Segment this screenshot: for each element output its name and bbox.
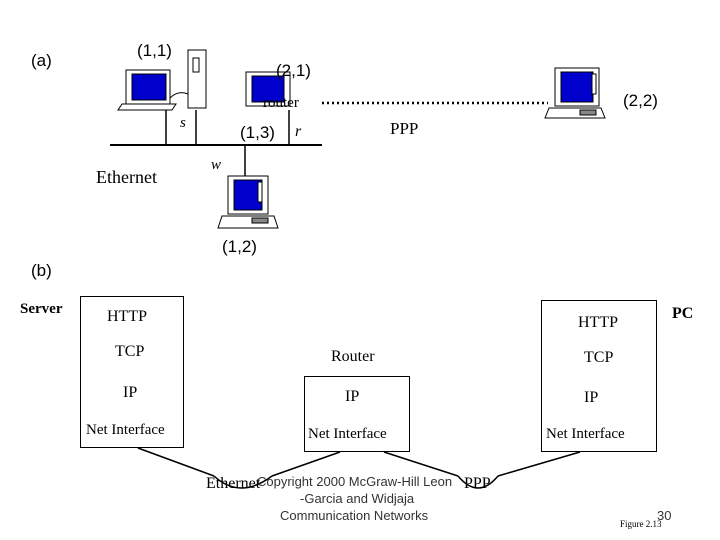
server-tcp-layer: TCP (115, 343, 145, 360)
ethernet-curve (213, 475, 273, 489)
pc-ppp-link (497, 451, 581, 477)
computer-1-2-icon (217, 175, 279, 229)
pc-ip-layer: IP (584, 389, 599, 406)
copyright-line-1: Copyright 2000 McGraw-Hill Leon (257, 474, 453, 489)
host-2-2-label: (2,2) (623, 91, 658, 110)
computer-1-1-icon (117, 49, 207, 111)
router-protocol-stack: IP Net Interface (304, 376, 410, 452)
pc-label: PC (672, 305, 694, 322)
router-ppp-link (383, 451, 459, 477)
computer-2-2-icon (544, 67, 606, 119)
part-b-label: (b) (31, 261, 52, 280)
interface-s-label: s (180, 115, 186, 131)
router-stack-label: Router (331, 348, 375, 365)
host-2-1-label: (2,1) (276, 61, 311, 80)
server-net-interface-layer: Net Interface (86, 422, 165, 438)
pc-net-interface-layer: Net Interface (546, 426, 625, 442)
ethernet-label-b: Ethernet (206, 475, 261, 492)
host-1-1-label: (1,1) (137, 41, 172, 60)
copyright-line-3: Communication Networks (280, 508, 429, 523)
ppp-label-a: PPP (390, 119, 419, 138)
router-net-interface-layer: Net Interface (308, 426, 387, 442)
page-number: 30 (657, 508, 672, 523)
router-ethernet-link (271, 451, 341, 477)
interface-r-label: r (295, 123, 302, 140)
server-ip-layer: IP (123, 384, 138, 401)
server-http-layer: HTTP (107, 308, 147, 325)
ppp-curve (457, 475, 499, 489)
part-a-label: (a) (31, 51, 52, 70)
router-ip-layer: IP (345, 388, 360, 405)
pc-tcp-layer: TCP (584, 349, 614, 366)
figure-caption: Figure 2.13 (620, 519, 662, 529)
pc-http-layer: HTTP (578, 314, 618, 331)
ethernet-label-a: Ethernet (96, 167, 157, 187)
copyright-line-2: -Garcia and Widjaja (300, 491, 415, 506)
router-computer-icon (245, 71, 291, 107)
router-label: router (263, 95, 299, 111)
ppp-label-b: PPP (464, 475, 491, 492)
host-1-2-label: (1,2) (222, 237, 257, 256)
server-ethernet-link (137, 447, 215, 477)
server-label: Server (20, 301, 63, 317)
interface-w-label: w (211, 157, 222, 173)
pc-protocol-stack: HTTP TCP IP Net Interface (541, 300, 657, 452)
server-protocol-stack: HTTP TCP IP Net Interface (80, 296, 184, 448)
host-1-3-label: (1,3) (240, 123, 275, 142)
